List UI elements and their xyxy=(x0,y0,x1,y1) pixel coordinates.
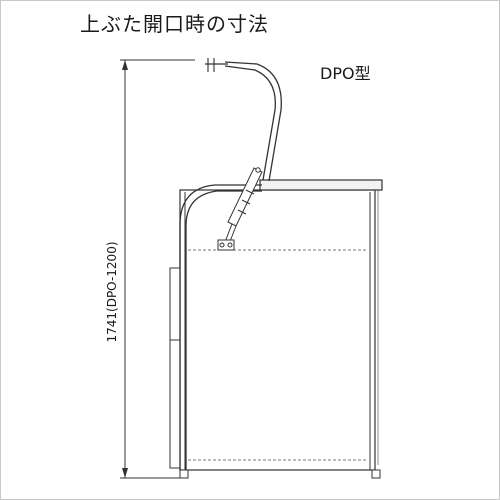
countertop xyxy=(259,179,383,191)
gas-strut xyxy=(217,167,263,251)
open-lid-frame xyxy=(179,58,282,470)
height-dimension-line xyxy=(120,59,195,479)
cabinet-feet xyxy=(179,469,381,479)
left-side-panel xyxy=(169,267,181,469)
cabinet-body xyxy=(179,189,379,471)
model-label: DPO型 xyxy=(320,64,371,83)
diagram-title: 上ぶた開口時の寸法 xyxy=(80,12,269,36)
